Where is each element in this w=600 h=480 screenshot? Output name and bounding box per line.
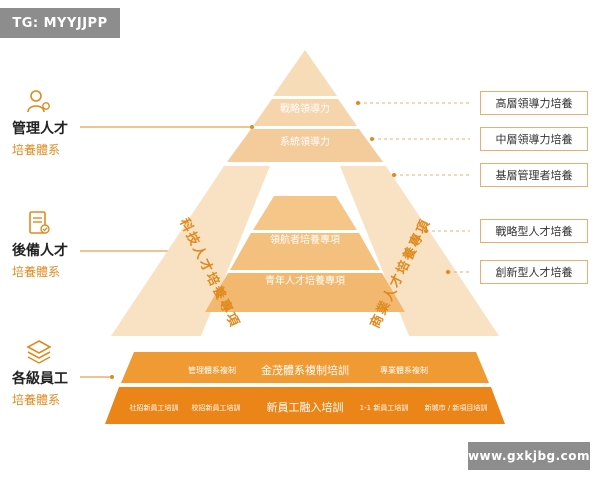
tier-top-label: 戰略領導力	[280, 102, 330, 115]
watermark-top: TG: MYYJJPP	[0, 8, 120, 38]
tier-top-label: 管理基本功	[280, 168, 330, 181]
tier-mid-label: 青年人才培養專項	[265, 274, 345, 287]
band-2	[105, 387, 505, 424]
left-system-title: 管理人才	[12, 121, 68, 137]
band-1	[121, 352, 489, 383]
connector-dot	[424, 229, 428, 233]
watermark-bottom: www.gxkjbg.com	[468, 442, 590, 470]
band2-center-label: 新員工融入培訓	[267, 400, 344, 414]
tier-mid-2	[230, 233, 380, 270]
tier-top-1	[273, 50, 337, 96]
side-panel-right	[340, 166, 499, 336]
left-system-management: 管理人才 培養體系	[12, 88, 92, 158]
connector-dot	[446, 270, 450, 274]
connector-dot	[370, 137, 374, 141]
left-system-subtitle: 培養體系	[12, 393, 61, 407]
right-box-middle: 中層領導力培養	[480, 127, 588, 151]
band2-label: 新城市 / 新項目培訓	[425, 403, 488, 412]
left-system-reserve: 後備人才 培養體系	[12, 210, 92, 280]
left-system-title: 後備人才	[12, 243, 68, 259]
right-box-base: 基層管理者培養	[480, 163, 588, 187]
tier-mid-label: 領航者培養專項	[270, 233, 340, 246]
right-box-senior: 高層領導力培養	[480, 91, 588, 115]
tier-mid-3	[205, 273, 405, 312]
band2-label: 校招新員工培訓	[192, 403, 241, 412]
left-system-subtitle: 培養體系	[12, 265, 61, 279]
band2-label: 1-1 新員工培訓	[360, 403, 409, 412]
left-system-title: 各級員工	[12, 371, 68, 387]
right-box-innovative: 創新型人才培養	[480, 260, 588, 284]
band1-right-label: 專業體系複制	[380, 365, 428, 375]
person-gear-icon	[27, 90, 50, 113]
side-panel-left	[111, 166, 270, 336]
left-system-subtitle: 培養體系	[12, 143, 61, 157]
connector-dot	[110, 375, 114, 379]
band2-label: 社招新員工培訓	[130, 403, 179, 412]
band1-left-label: 管理體系複制	[188, 365, 236, 375]
band1-center-label: 金茂體系複制培訓	[261, 363, 349, 377]
connector-dot	[392, 173, 396, 177]
tier-top-3	[227, 129, 383, 162]
tier-top-label: 系統領導力	[280, 135, 330, 148]
document-check-icon	[29, 211, 50, 234]
right-box-strategic: 戰略型人才培養	[480, 219, 588, 243]
layers-icon	[26, 340, 52, 364]
tier-mid-label: 方舟生培養專項	[270, 318, 340, 331]
tier-mid-1	[253, 196, 357, 230]
tier-top-2	[253, 99, 357, 126]
left-system-staff: 各級員工 培養體系	[12, 338, 92, 408]
connector-dot	[356, 101, 360, 105]
